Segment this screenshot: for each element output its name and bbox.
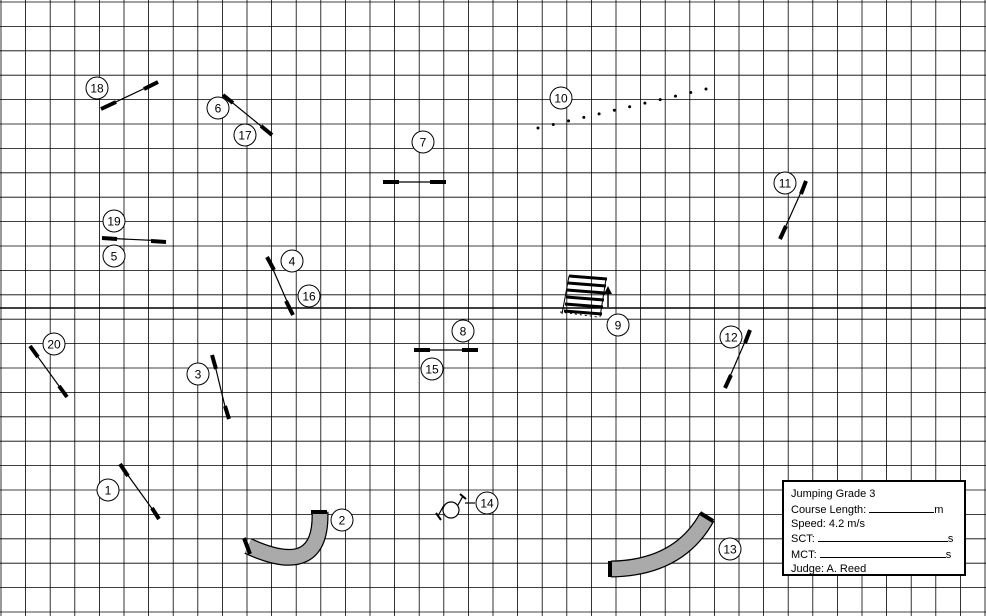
number-marker-11: 11 xyxy=(773,171,797,195)
jump-18[interactable] xyxy=(100,80,159,111)
number-marker-9: 9 xyxy=(606,313,630,337)
weave-pole xyxy=(551,122,555,126)
weave-pole xyxy=(612,108,616,112)
number-label: 2 xyxy=(339,514,346,528)
sct-field[interactable]: SCT: s xyxy=(791,531,954,546)
number-label: 10 xyxy=(554,92,568,106)
course-info-panel: Jumping Grade 3 Course Length: m Speed: … xyxy=(782,480,966,576)
number-label: 16 xyxy=(302,290,316,304)
direction-arrow-icon xyxy=(604,286,612,307)
number-label: 1 xyxy=(105,484,112,498)
number-label: 20 xyxy=(47,338,61,352)
number-label: 18 xyxy=(90,82,104,96)
number-marker-8: 8 xyxy=(451,319,475,343)
weave-pole xyxy=(628,105,632,109)
number-label: 15 xyxy=(425,363,439,377)
number-marker-6: 6 xyxy=(206,96,230,120)
tunnel-2[interactable] xyxy=(242,510,329,566)
number-marker-20: 20 xyxy=(42,332,66,356)
number-label: 17 xyxy=(238,129,252,143)
weave-pole xyxy=(673,94,677,98)
jump-3[interactable] xyxy=(210,354,231,420)
number-label: 13 xyxy=(723,543,737,557)
number-marker-3: 3 xyxy=(186,362,210,386)
course-length-blank[interactable] xyxy=(869,502,935,513)
weave-pole xyxy=(704,87,708,91)
number-label: 9 xyxy=(615,319,622,333)
weave-pole xyxy=(689,91,693,95)
number-label: 11 xyxy=(779,177,792,191)
number-marker-4: 4 xyxy=(280,249,304,273)
jump-5-19[interactable] xyxy=(101,236,167,244)
number-marker-19: 19 xyxy=(102,209,126,233)
course-length-field[interactable]: Course Length: m xyxy=(791,502,944,516)
jump-20[interactable] xyxy=(28,344,69,399)
table-9[interactable] xyxy=(559,274,608,318)
number-marker-13: 13 xyxy=(718,537,742,561)
number-marker-17: 17 xyxy=(233,123,257,147)
number-marker-1: 1 xyxy=(96,478,120,502)
number-label: 19 xyxy=(107,215,121,229)
number-label: 4 xyxy=(289,255,296,269)
tunnel-13[interactable] xyxy=(608,511,715,578)
number-label: 8 xyxy=(460,325,467,339)
judge-text: Judge: A. Reed xyxy=(791,562,867,575)
weave-pole xyxy=(567,119,571,123)
number-label: 6 xyxy=(215,102,222,116)
number-marker-5: 5 xyxy=(102,244,126,268)
mct-blank[interactable] xyxy=(819,547,946,559)
number-marker-15: 15 xyxy=(420,357,444,381)
number-marker-10: 10 xyxy=(549,86,573,110)
number-marker-2: 2 xyxy=(330,508,354,532)
weave-pole xyxy=(582,115,586,119)
weave-pole xyxy=(643,101,647,105)
number-marker-14: 14 xyxy=(475,491,499,515)
jump-6-17[interactable] xyxy=(221,93,274,137)
jump-11[interactable] xyxy=(778,180,808,240)
weave-poles-10[interactable] xyxy=(536,87,708,130)
weave-pole xyxy=(597,112,601,116)
number-marker-18: 18 xyxy=(85,76,109,100)
number-label: 14 xyxy=(480,497,494,511)
number-marker-12: 12 xyxy=(719,325,743,349)
sct-blank[interactable] xyxy=(817,531,948,543)
weave-pole xyxy=(658,98,662,102)
speed-text: Speed: 4.2 m/s xyxy=(791,517,865,530)
course-title: Jumping Grade 3 xyxy=(791,488,876,500)
number-label: 3 xyxy=(195,368,202,382)
number-marker-7: 7 xyxy=(411,130,435,154)
jump-1[interactable] xyxy=(118,462,161,521)
jump-12[interactable] xyxy=(723,329,752,389)
number-marker-16: 16 xyxy=(297,284,321,308)
number-label: 7 xyxy=(420,136,427,150)
tire-14[interactable] xyxy=(435,493,475,521)
weave-pole xyxy=(536,126,540,130)
number-label: 5 xyxy=(111,250,118,264)
jump-4-16[interactable] xyxy=(265,256,295,316)
mct-field[interactable]: MCT: s xyxy=(791,547,952,562)
number-label: 12 xyxy=(724,331,738,345)
